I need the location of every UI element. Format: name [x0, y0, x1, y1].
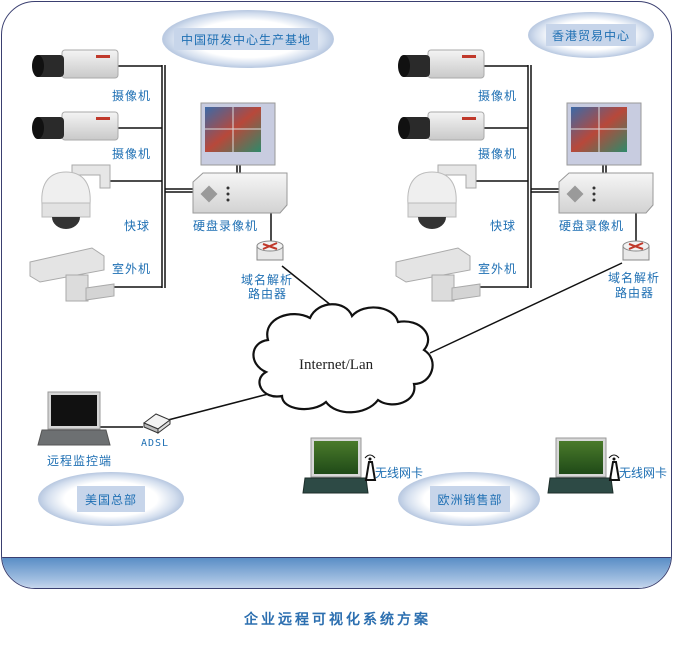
router-icon	[622, 240, 650, 261]
router-icon	[256, 240, 284, 261]
wireless-laptop-icon	[547, 437, 614, 494]
camera-label: 摄像机	[478, 89, 518, 103]
internet-cloud-shape	[252, 303, 434, 414]
outdoor-camera-label: 室外机	[112, 262, 152, 276]
wireless-laptop-icon	[302, 437, 369, 494]
dvr-icon	[192, 172, 288, 214]
camera-label: 摄像机	[112, 147, 152, 161]
dvr-label: 硬盘录像机	[193, 219, 259, 233]
site-label-europe: 欧洲销售部	[430, 486, 510, 512]
frame-footer-band	[2, 557, 671, 588]
router-label-line1: 域名解析	[608, 271, 661, 285]
diagram-caption: 企业远程可视化系统方案	[244, 612, 431, 628]
speed-dome-label: 快球	[124, 219, 151, 233]
camera-label: 摄像机	[478, 147, 518, 161]
adsl-label: ADSL	[141, 438, 170, 449]
wireless-card-label: 无线网卡	[619, 466, 668, 480]
speed-dome-icon	[407, 164, 477, 229]
left-site-wiring	[110, 65, 353, 323]
adsl-modem-icon	[143, 413, 171, 434]
right-site-wiring	[429, 65, 637, 354]
camera-icon	[398, 49, 485, 79]
router-label-line2: 路由器	[248, 287, 288, 301]
router-label-line1: 域名解析	[241, 273, 294, 287]
camera-icon	[32, 49, 119, 79]
antenna-icon	[608, 454, 621, 481]
laptop-icon	[37, 391, 111, 446]
router-label-line2: 路由器	[615, 286, 655, 300]
site-label-hongkong: 香港贸易中心	[546, 24, 636, 46]
dvr-label: 硬盘录像机	[559, 219, 625, 233]
monitor-icon	[566, 102, 642, 166]
outdoor-camera-icon	[395, 247, 481, 302]
monitor-icon	[200, 102, 276, 166]
camera-label: 摄像机	[112, 89, 152, 103]
outdoor-camera-label: 室外机	[478, 262, 518, 276]
internet-cloud-label: Internet/Lan	[299, 357, 374, 373]
speed-dome-icon	[41, 164, 111, 229]
site-label-china: 中国研发中心生产基地	[174, 28, 318, 50]
camera-icon	[32, 111, 119, 141]
camera-icon	[398, 111, 485, 141]
dvr-icon	[558, 172, 654, 214]
antenna-icon	[364, 454, 377, 481]
wireless-card-label: 无线网卡	[375, 466, 424, 480]
speed-dome-label: 快球	[490, 219, 517, 233]
outdoor-camera-icon	[29, 247, 115, 302]
site-label-usa: 美国总部	[77, 486, 145, 512]
remote-wiring	[100, 392, 273, 428]
remote-client-label: 远程监控端	[47, 454, 113, 468]
